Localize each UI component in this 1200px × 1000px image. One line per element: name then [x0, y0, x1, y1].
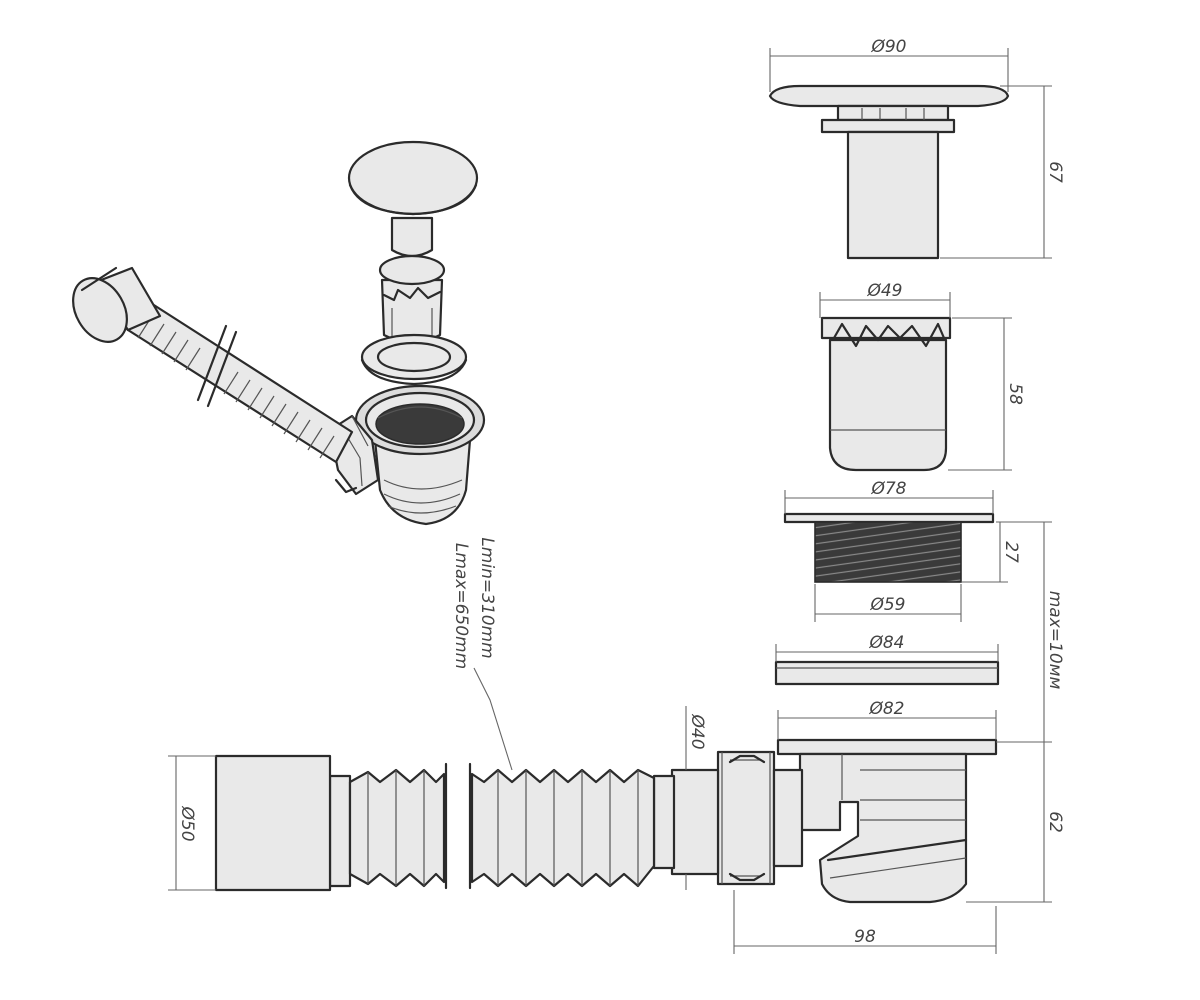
dim-gasket-diameter: Ø84 — [868, 633, 904, 653]
side-pipe-socket — [214, 754, 332, 892]
isometric-assembly — [72, 140, 486, 526]
dim-thread-diameter: Ø59 — [869, 595, 905, 615]
iso-hose — [125, 298, 354, 464]
dim-strainer-diameter: Ø49 — [866, 281, 902, 301]
dim-hose-min-length: Lmin=310mm — [477, 537, 497, 658]
part-cap — [768, 84, 1010, 260]
part-union-nut — [716, 750, 804, 886]
dim-cap-height: 67 — [1045, 161, 1065, 183]
dim-max-thickness: max=10мм — [1045, 591, 1065, 690]
dim-cap-diameter: Ø90 — [870, 37, 906, 57]
part-body — [776, 738, 998, 904]
dim-pipe-diameter: Ø50 — [177, 805, 197, 841]
dim-body-width: 98 — [854, 927, 876, 947]
dimension-lines — [168, 48, 1052, 954]
part-gasket — [774, 660, 1000, 686]
dim-strainer-height: 58 — [1005, 383, 1025, 405]
dim-body-height: 62 — [1045, 811, 1065, 833]
dim-flange-height: 27 — [1001, 541, 1021, 563]
iso-body — [354, 384, 486, 526]
dimension-labels: Ø90 67 Ø49 58 Ø78 27 Ø59 max=10мм Ø84 Ø8… — [177, 37, 1065, 947]
iso-strainer — [378, 254, 446, 344]
iso-drain-cap — [347, 140, 479, 258]
side-hose — [328, 762, 720, 890]
dim-outlet-diameter: Ø40 — [687, 713, 707, 749]
dim-flange-diameter: Ø78 — [870, 479, 906, 499]
part-strainer — [820, 316, 952, 472]
iso-flange — [360, 333, 468, 386]
dim-hose-max-length: Lmax=650mm — [451, 543, 471, 669]
dim-body-diameter: Ø82 — [868, 699, 904, 719]
part-threaded-flange — [783, 512, 995, 583]
iso-pipe-end — [72, 266, 162, 343]
